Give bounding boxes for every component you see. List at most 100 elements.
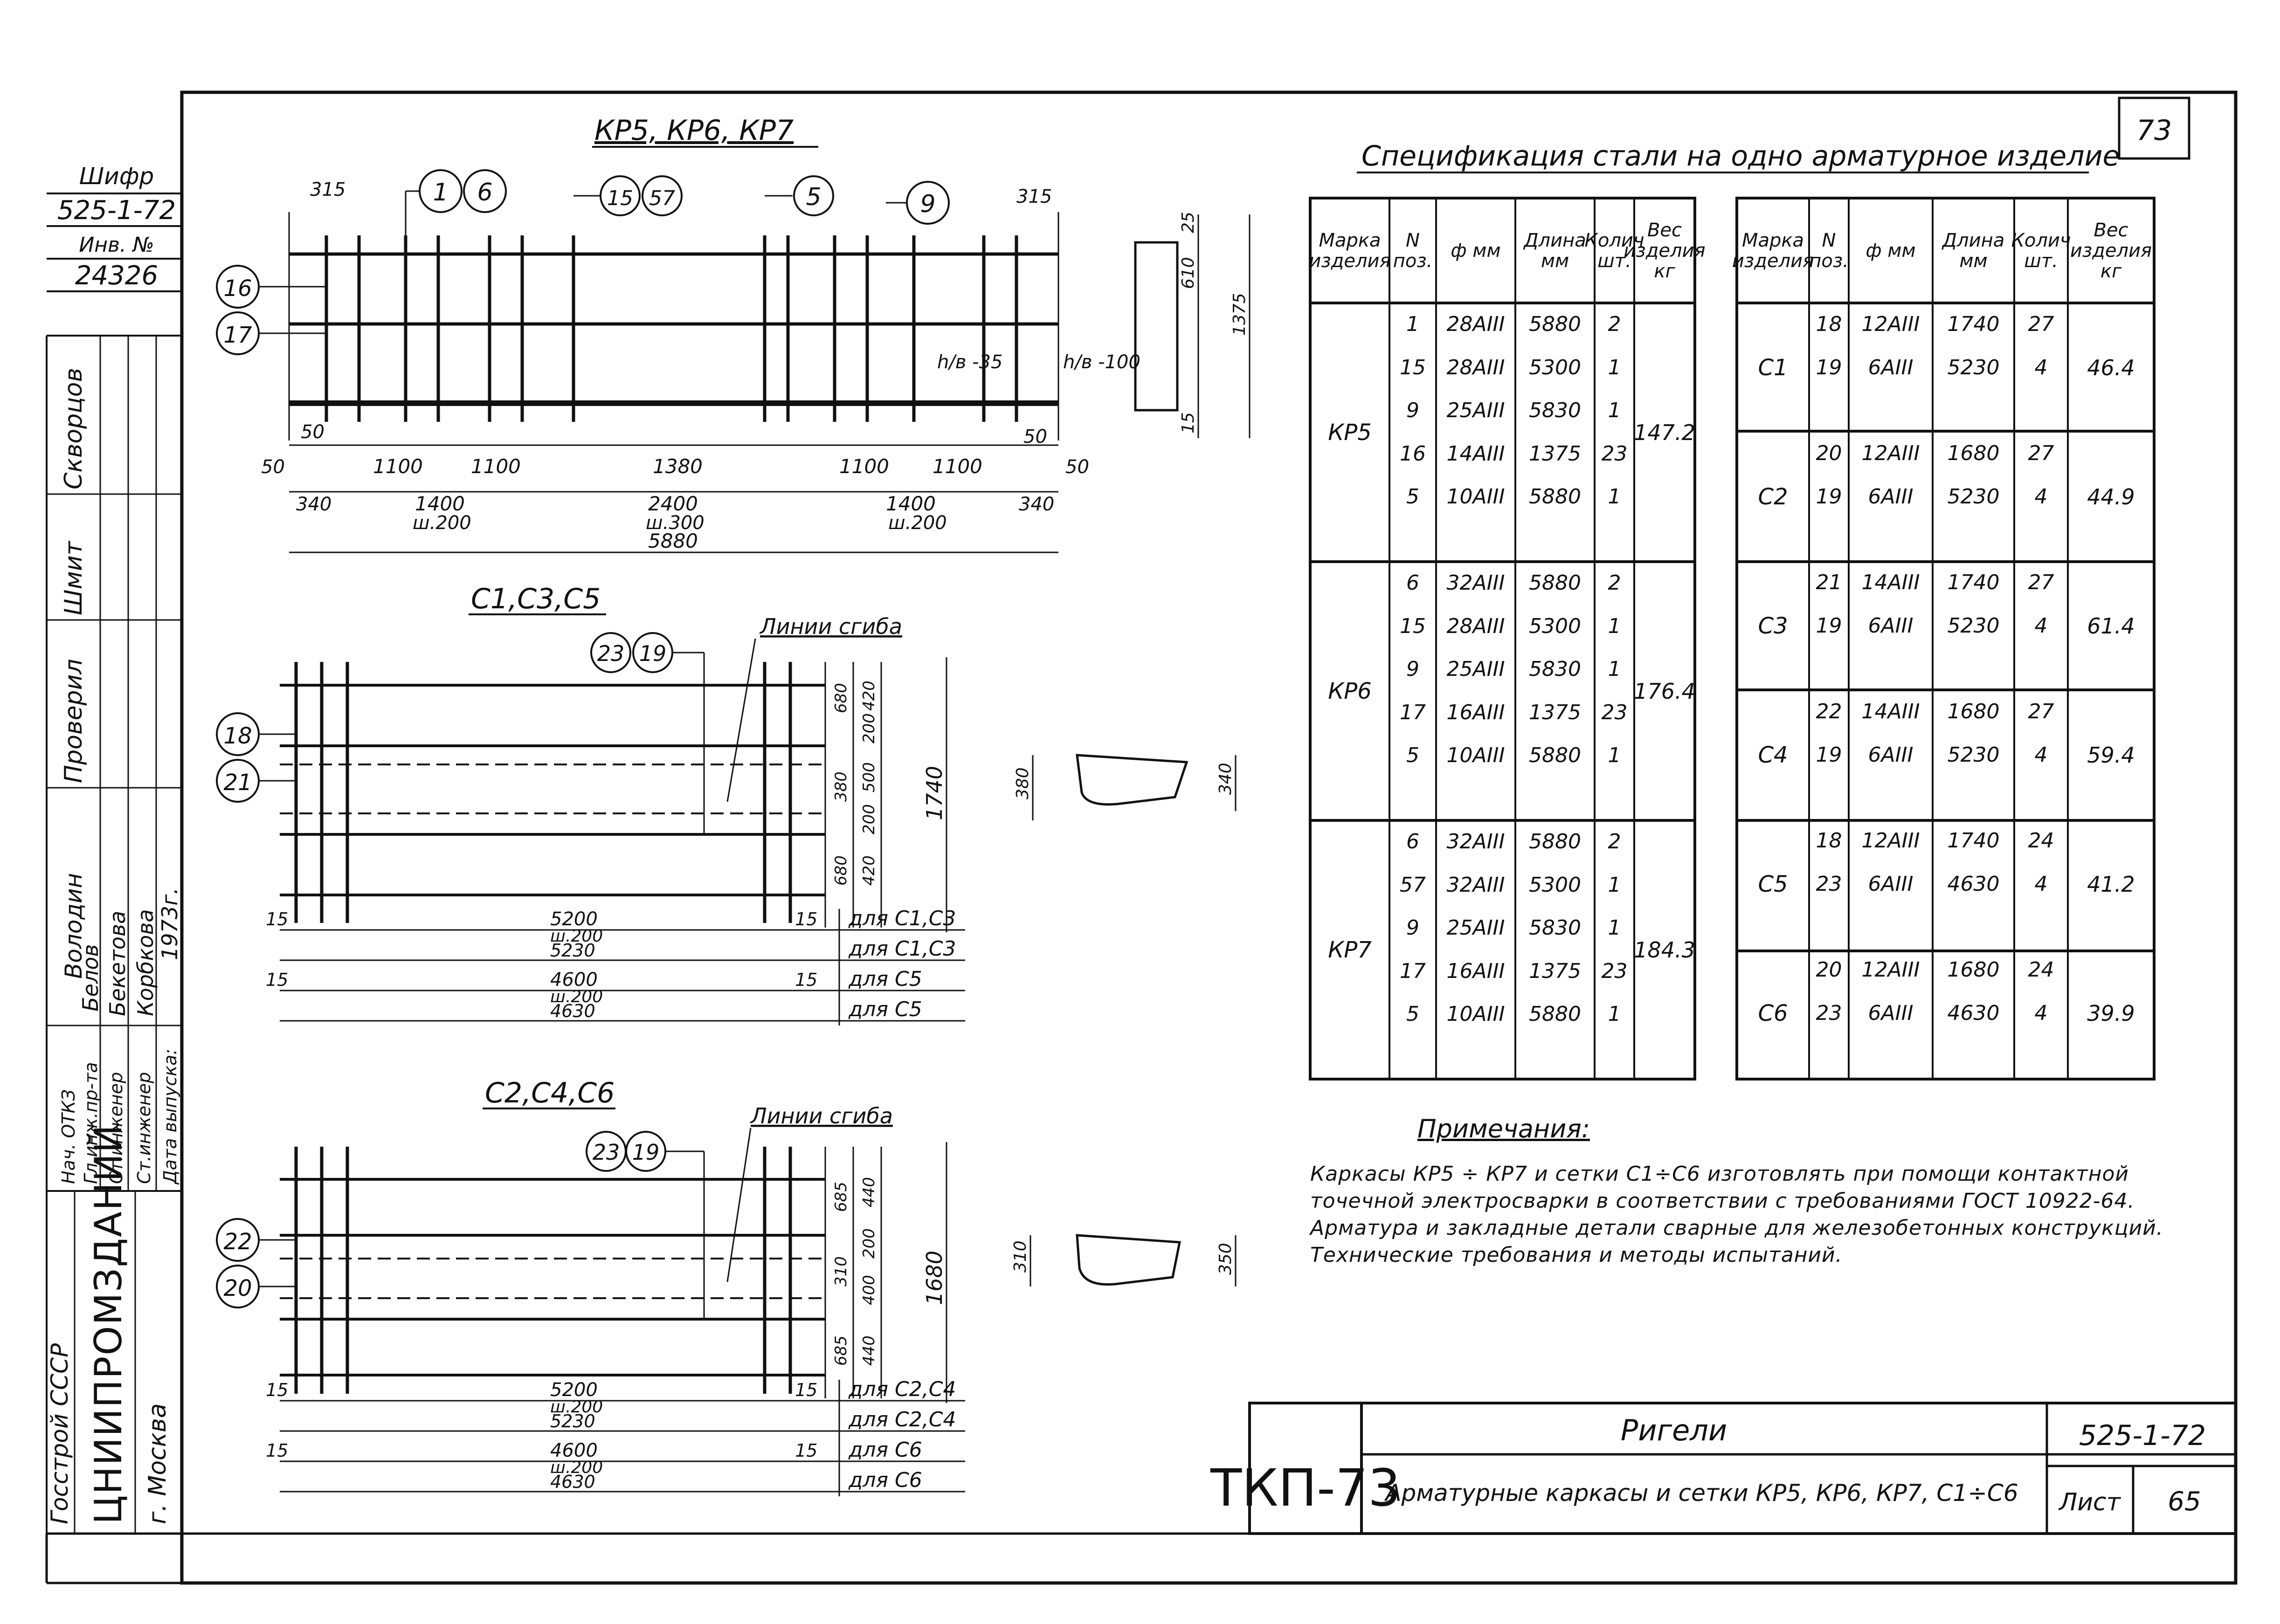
spec-right-cell: 4630 xyxy=(1947,1001,2000,1025)
spec-right-cell: 4 xyxy=(2034,613,2048,638)
spec-right-cell: 4 xyxy=(2034,872,2048,896)
spec-left-cell: 23 xyxy=(1601,959,1628,983)
spec-right-cell: 27 xyxy=(2028,441,2054,466)
spec-right-cell: 5230 xyxy=(1947,484,2000,509)
c1-title: С1,С3,С5 xyxy=(471,583,601,615)
spec-left-cell: 28AIII xyxy=(1446,355,1505,379)
c2-v-1: 685 xyxy=(832,1182,850,1212)
spec-right-cell: 6AIII xyxy=(1868,872,1914,896)
spec-left-cell: 32AIII xyxy=(1446,873,1505,897)
spec-left-cell: 2 xyxy=(1608,830,1621,854)
kr-side-4: 50 xyxy=(1065,456,1089,478)
kr-d2-5: 340 xyxy=(1019,494,1054,515)
spec-left-cell: 10AIII xyxy=(1446,743,1505,768)
spec-left-cell: 6 xyxy=(1406,571,1419,595)
spec-left-cell: 9 xyxy=(1406,916,1419,940)
kr-d1-1: 1100 xyxy=(373,455,423,478)
spec-header-left-0: Марка изделия xyxy=(1309,229,1391,272)
spec-left-cell: 28AIII xyxy=(1446,312,1505,337)
spec-left-mark: КР6 xyxy=(1328,678,1372,704)
role-3: Ст.инженер xyxy=(106,1072,126,1184)
c1-v-7: 420 xyxy=(860,855,878,886)
kr-title: КР5, КР6, КР7 xyxy=(594,114,794,147)
spec-left-cell: 6 xyxy=(1406,830,1419,854)
role-4: Ст.инженер xyxy=(134,1072,154,1184)
person-4: Корбкова xyxy=(133,909,158,1016)
spec-right-cell: 4 xyxy=(2034,1001,2048,1025)
c2-r2-s: ш.200 xyxy=(550,1397,603,1417)
spec-left-cell: 5880 xyxy=(1529,485,1581,509)
org-1: Госстрой СССР xyxy=(46,1343,73,1524)
spec-right-cell: 6AIII xyxy=(1868,743,1914,767)
spec-left-cell: 17 xyxy=(1400,959,1426,983)
kr-sec-4: 15 xyxy=(1179,412,1198,434)
c2-r4-s: ш.200 xyxy=(550,1458,603,1477)
c1-r4-n: для С5 xyxy=(848,998,922,1021)
spec-left-mark: КР7 xyxy=(1328,936,1372,963)
spec-table-grids xyxy=(1309,197,2156,1080)
spec-left-cell: 5880 xyxy=(1529,312,1581,337)
spec-left-weight: 184.3 xyxy=(1634,937,1695,963)
kr-d2-3: 2400 xyxy=(648,492,698,515)
c2-v-3: 310 xyxy=(832,1256,850,1287)
spec-header-left-2: ф мм xyxy=(1451,240,1501,261)
spec-left-cell: 1 xyxy=(1608,657,1621,681)
spec-header-right-0: Марка изделия xyxy=(1732,229,1814,272)
c1-v-4: 500 xyxy=(860,762,878,792)
spec-right-weight: 46.4 xyxy=(2087,355,2135,380)
c2-mark-4: 20 xyxy=(223,1275,252,1301)
c2-v-5: 400 xyxy=(860,1275,878,1305)
spec-left-cell: 28AIII xyxy=(1446,614,1505,638)
stamp-code-left: ТКП-73 xyxy=(1210,1458,1401,1518)
spec-left-cell: 5 xyxy=(1406,1002,1419,1026)
spec-right-mark: С2 xyxy=(1758,483,1788,510)
c2-r4-n: для С6 xyxy=(848,1468,922,1492)
spec-header-right-3: Длина мм xyxy=(1942,229,2005,272)
check-2: Шмит xyxy=(60,540,88,615)
check-3: Проверил xyxy=(60,659,88,783)
code-label: Шифр xyxy=(79,163,154,190)
kr-d2s-1: ш.200 xyxy=(413,512,471,534)
kr-sec-3: 1375 xyxy=(1230,293,1249,336)
c2-mark-2: 19 xyxy=(632,1140,660,1165)
kr-d1-3: 1380 xyxy=(653,455,703,478)
spec-header-right-2: ф мм xyxy=(1865,240,1916,261)
kr-sec-2: 610 xyxy=(1179,257,1198,289)
spec-left-cell: 5880 xyxy=(1529,571,1581,595)
spec-left-cell: 5880 xyxy=(1529,743,1581,768)
spec-header-right-4: Колич шт. xyxy=(2011,229,2071,272)
spec-left-cell: 25AIII xyxy=(1446,399,1505,423)
c1-r2-n: для С1,С3 xyxy=(848,937,956,961)
c2-r1-d: 5200 xyxy=(550,1379,598,1401)
kr-side-1: 50 xyxy=(261,456,285,478)
role-2: Гл.инж.пр-та xyxy=(81,1062,101,1184)
spec-title: Спецификация стали на одно арматурное из… xyxy=(1361,140,2120,172)
spec-right-cell: 1740 xyxy=(1947,312,2000,337)
c1-sec-1: 380 xyxy=(1013,767,1032,799)
spec-left-cell: 1 xyxy=(1406,312,1419,337)
spec-left-cell: 15 xyxy=(1400,614,1426,638)
c2-v-2: 440 xyxy=(860,1177,878,1207)
kr-d2s-2: ш.300 xyxy=(646,512,705,534)
spec-right-cell: 14AIII xyxy=(1861,700,1920,724)
spec-left-cell: 1 xyxy=(1608,399,1621,423)
c1-cut-label: Линии сгиба xyxy=(759,614,902,639)
spec-right-cell: 27 xyxy=(2028,312,2054,337)
c1-r3-n: для С5 xyxy=(848,967,922,991)
spec-left-weight: 176.4 xyxy=(1634,678,1695,704)
spec-right-cell: 12AIII xyxy=(1861,312,1920,337)
spec-right-cell: 12AIII xyxy=(1861,829,1920,853)
spec-right-cell: 27 xyxy=(2028,571,2054,595)
spec-right-cell: 19 xyxy=(1816,613,1842,638)
c1-v-5: 200 xyxy=(860,804,878,834)
spec-left-mark: КР5 xyxy=(1328,419,1372,446)
spec-left-cell: 16 xyxy=(1400,441,1426,466)
drawing-c2: С2,С4,С6 23 19 22 20 Линии сгиба 685 440… xyxy=(216,1077,1237,1496)
spec-left-cell: 1 xyxy=(1608,614,1621,638)
spec-right-cell: 6AIII xyxy=(1868,484,1914,509)
spec-header-left-1: N поз. xyxy=(1393,229,1433,272)
spec-left-cell: 1 xyxy=(1608,743,1621,768)
kr-sec-1: 25 xyxy=(1179,212,1198,233)
c1-v-8: 200 xyxy=(860,713,878,743)
